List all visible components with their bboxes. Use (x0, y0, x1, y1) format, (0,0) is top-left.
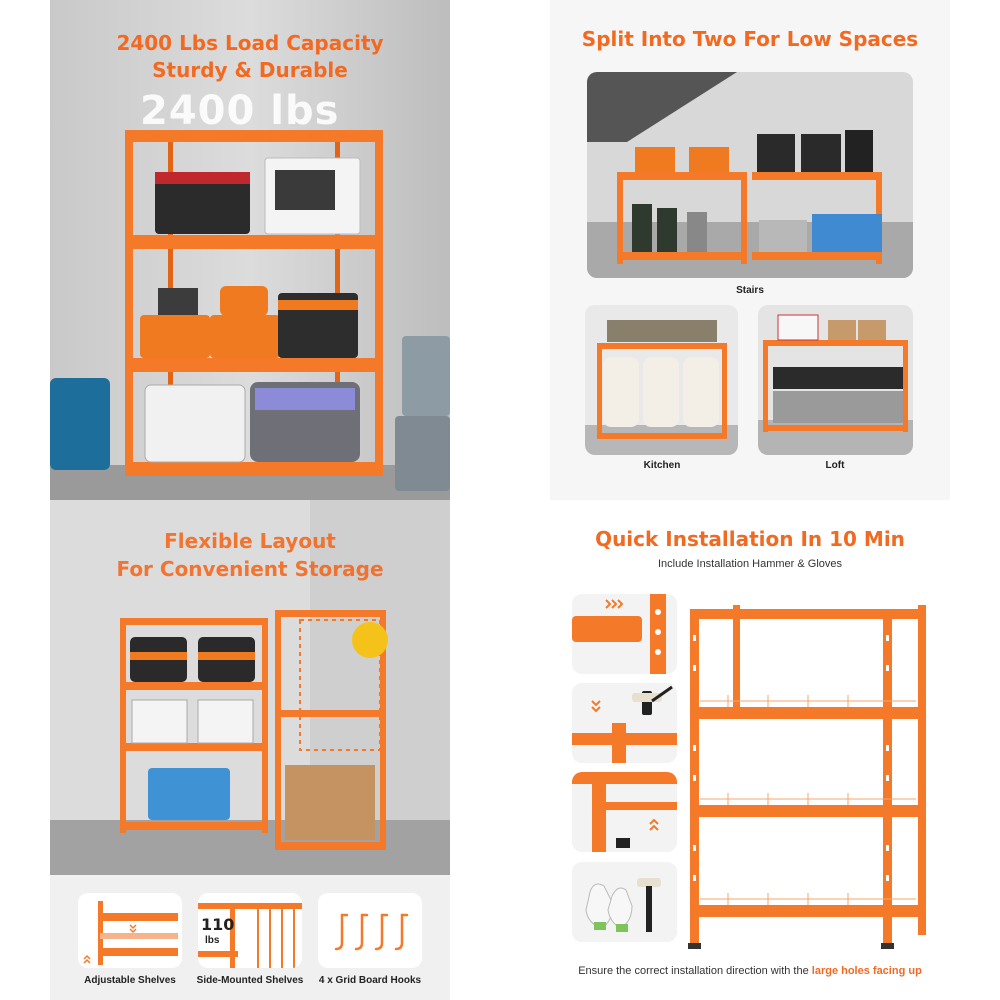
install-step-2 (572, 683, 677, 763)
flexible-title-line1: Flexible Layout (164, 529, 336, 553)
side-mounted-shelves-icon (198, 903, 302, 968)
frame-assembly-icon (572, 772, 677, 852)
hammer-tap-icon (572, 685, 677, 763)
install-step-3 (572, 772, 677, 852)
flexible-layout-photo (50, 500, 450, 875)
install-step-4 (572, 862, 677, 942)
load-title-line1: 2400 Lbs Load Capacity (116, 31, 384, 55)
split-panel: Split Into Two For Low Spaces Stairs (550, 0, 950, 500)
install-footer-text: Ensure the correct installation directio… (578, 965, 812, 977)
load-badge-unit: lbs (205, 935, 220, 946)
loft-photo (758, 305, 913, 455)
beam-slot-icon (572, 594, 666, 674)
features-strip: Adjustable Shelves 110 lbs Side-Mounted … (50, 875, 450, 1000)
install-title: Quick Installation In 10 Min (595, 527, 905, 551)
shelf-assembly-illustration (688, 605, 926, 949)
load-capacity-panel: 2400 Lbs Load Capacity Sturdy & Durable … (50, 0, 450, 500)
split-title: Split Into Two For Low Spaces (581, 27, 919, 51)
install-subtitle: Include Installation Hammer & Gloves (657, 558, 843, 570)
caption-stairs: Stairs (736, 285, 764, 296)
load-badge-value: 110 (201, 915, 235, 934)
feature-grid-board-hooks (318, 893, 422, 968)
kitchen-photo (585, 305, 738, 455)
flexible-title-line2: For Convenient Storage (116, 557, 384, 581)
install-step-1 (572, 594, 677, 674)
installation-panel: Quick Installation In 10 Min Include Ins… (550, 500, 950, 1000)
gloves-hammer-icon (585, 878, 661, 932)
install-footer-highlight: large holes facing up (811, 965, 922, 977)
install-footer: Ensure the correct installation directio… (550, 965, 950, 977)
flexible-layout-panel: Flexible Layout For Convenient Storage (50, 500, 450, 875)
stairs-photo (587, 72, 913, 278)
caption-kitchen: Kitchen (643, 460, 681, 471)
feature-adjustable-shelves (78, 893, 182, 968)
adjustable-shelves-icon (83, 901, 178, 965)
caption-loft: Loft (825, 460, 845, 471)
feature-label-side-mounted: Side-Mounted Shelves (196, 975, 304, 986)
garage-shelf-photo (50, 0, 450, 500)
feature-label-adjustable: Adjustable Shelves (84, 975, 176, 986)
load-title-line2: Sturdy & Durable (152, 58, 348, 82)
load-big-text: 2400 lbs (140, 88, 340, 134)
feature-side-mounted-shelves: 110 lbs (198, 893, 302, 968)
feature-label-hooks: 4 x Grid Board Hooks (318, 975, 422, 986)
hooks-icon (334, 913, 409, 951)
